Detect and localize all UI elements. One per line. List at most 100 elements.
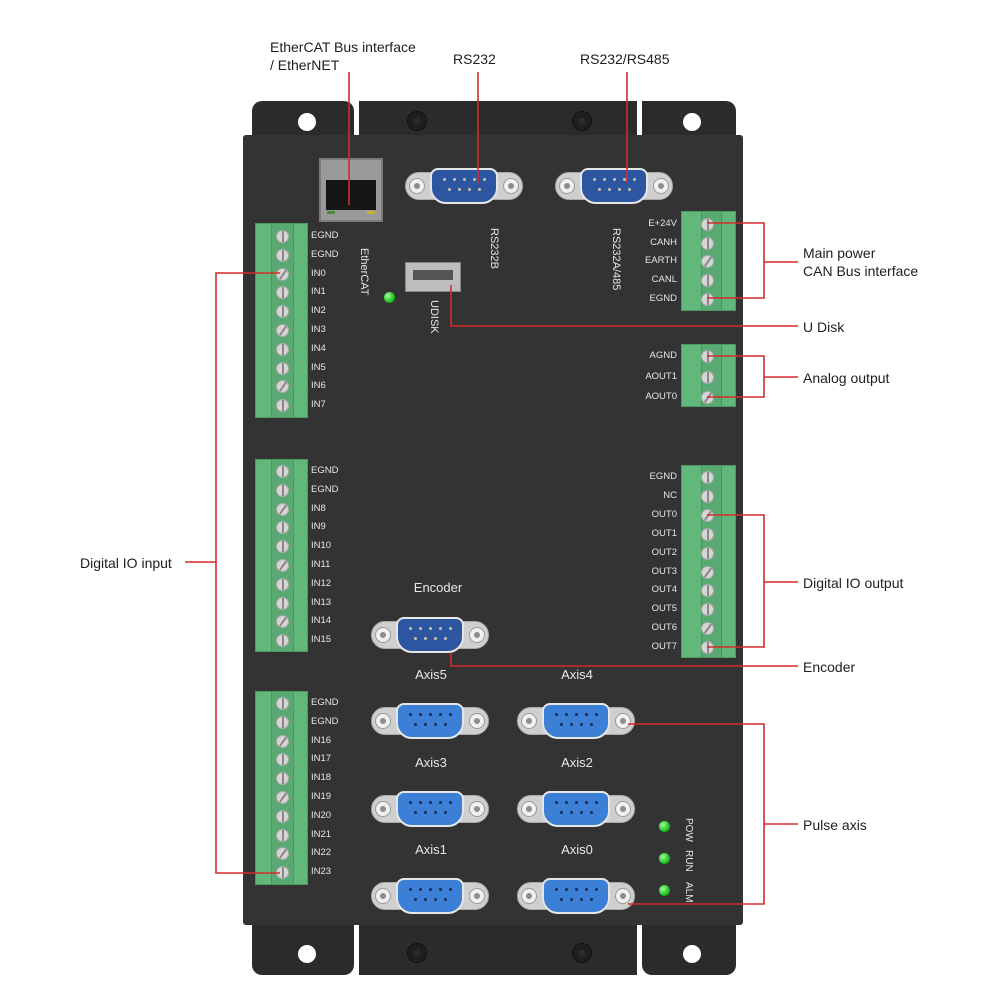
terminal-screw[interactable] xyxy=(276,286,289,300)
terminal-pin-label: IN18 xyxy=(311,772,332,784)
terminal-screw[interactable] xyxy=(276,230,289,243)
rs232b-db9-connector[interactable] xyxy=(405,168,523,204)
rj45-socket xyxy=(326,180,376,210)
terminal-screw[interactable] xyxy=(276,380,289,394)
terminal-screw[interactable] xyxy=(701,546,714,560)
callout-main-power-line2: CAN Bus interface xyxy=(803,263,919,279)
callout-u-disk: U Disk xyxy=(803,319,845,335)
alm-led-label: ALM xyxy=(683,882,694,903)
terminal-screw[interactable] xyxy=(701,471,714,484)
terminal-screw[interactable] xyxy=(276,502,289,516)
rs232a-485-label: RS232A/485 xyxy=(610,228,622,291)
udisk-label: UDISK xyxy=(428,300,440,334)
terminal-pin-label: OUT2 xyxy=(651,546,677,558)
terminal-screw[interactable] xyxy=(276,753,289,767)
encoder-board-label: Encoder xyxy=(413,580,463,595)
terminal-pin-label: AOUT0 xyxy=(645,391,677,402)
terminal-pin-label: EGND xyxy=(311,465,339,476)
terminal-pin-label: IN3 xyxy=(311,324,326,335)
callout-main-power: Main power CAN Bus interface xyxy=(803,244,918,280)
encoder-db9-connector[interactable] xyxy=(371,617,489,653)
terminal-screw[interactable] xyxy=(701,274,714,288)
terminal-screw[interactable] xyxy=(276,521,289,535)
encoder-leader xyxy=(450,653,798,667)
terminal-screw[interactable] xyxy=(701,218,714,231)
terminal-screw[interactable] xyxy=(276,324,289,337)
pulse-axis-bracket xyxy=(628,723,798,905)
terminal-screw[interactable] xyxy=(276,305,289,319)
terminal-screw[interactable] xyxy=(701,292,714,306)
terminal-pin-label: IN5 xyxy=(311,361,326,373)
terminal-screw[interactable] xyxy=(276,465,289,478)
screw-icon xyxy=(407,943,427,963)
axis-db9-connector[interactable] xyxy=(371,703,489,739)
axis-label: Axis5 xyxy=(415,667,447,682)
terminal-screw[interactable] xyxy=(276,734,289,748)
terminal-screw[interactable] xyxy=(276,342,289,356)
ethercat-rj45-port[interactable] xyxy=(319,158,383,222)
terminal-screw[interactable] xyxy=(276,828,289,842)
axis-db9-connector[interactable] xyxy=(371,878,489,914)
terminal-pin-label: IN20 xyxy=(311,809,332,821)
terminal-screw[interactable] xyxy=(701,603,714,617)
terminal-screw[interactable] xyxy=(701,622,714,636)
terminal-screw[interactable] xyxy=(276,577,289,591)
terminal-screw[interactable] xyxy=(276,715,289,729)
screw-icon xyxy=(407,111,427,131)
usb-slot xyxy=(413,270,453,280)
callout-main-power-line1: Main power xyxy=(803,245,876,261)
terminal-screw[interactable] xyxy=(276,399,289,413)
terminal-pin-label: IN4 xyxy=(311,342,326,354)
axis-label: Axis2 xyxy=(561,755,593,770)
terminal-pin-label: IN12 xyxy=(311,577,332,589)
terminal-screw[interactable] xyxy=(701,527,714,541)
terminal-screw[interactable] xyxy=(276,361,289,375)
terminal-screw[interactable] xyxy=(701,584,714,598)
digital-output-bracket xyxy=(707,514,798,648)
terminal-screw[interactable] xyxy=(276,809,289,823)
axis-label: Axis0 xyxy=(561,842,593,857)
terminal-pin-label: IN17 xyxy=(311,753,332,765)
pow-led xyxy=(659,821,670,832)
terminal-pin-label: IN10 xyxy=(311,540,332,552)
axis-db9-connector[interactable] xyxy=(517,703,635,739)
terminal-screw[interactable] xyxy=(276,847,289,861)
ethercat-label: EtherCAT xyxy=(358,248,370,296)
terminal-screw[interactable] xyxy=(701,370,714,384)
terminal-screw[interactable] xyxy=(701,489,714,503)
terminal-pin-label: NC xyxy=(663,489,677,501)
terminal-pin-label: AGND xyxy=(649,350,677,361)
terminal-pin-label: IN9 xyxy=(311,521,326,533)
terminal-pin-label: OUT0 xyxy=(651,508,677,520)
terminal-pin-label: IN23 xyxy=(311,866,332,878)
callout-rs232-rs485: RS232/RS485 xyxy=(580,51,670,67)
axis-db9-connector[interactable] xyxy=(371,791,489,827)
callout-encoder: Encoder xyxy=(803,659,856,675)
rs232a-485-db9-connector[interactable] xyxy=(555,168,673,204)
terminal-screw[interactable] xyxy=(276,772,289,786)
terminal-screw[interactable] xyxy=(276,634,289,648)
terminal-pin-label: IN1 xyxy=(311,286,326,298)
mount-hole-top-left xyxy=(298,113,316,131)
terminal-screw[interactable] xyxy=(276,791,289,804)
terminal-screw[interactable] xyxy=(276,615,289,629)
terminal-screw[interactable] xyxy=(276,697,289,710)
terminal-screw[interactable] xyxy=(276,248,289,262)
terminal-pin-label: IN11 xyxy=(311,559,331,570)
terminal-screw[interactable] xyxy=(701,236,714,250)
terminal-screw[interactable] xyxy=(276,596,289,610)
terminal-pin-label: OUT7 xyxy=(651,641,677,653)
terminal-screw[interactable] xyxy=(276,267,289,281)
axis-db9-connector[interactable] xyxy=(517,878,635,914)
terminal-pin-label: AOUT1 xyxy=(645,370,677,382)
terminal-pin-label: IN6 xyxy=(311,380,326,392)
terminal-pin-label: IN14 xyxy=(311,615,332,627)
terminal-screw[interactable] xyxy=(276,540,289,554)
terminal-screw[interactable] xyxy=(701,255,714,269)
terminal-screw[interactable] xyxy=(276,559,289,572)
digital-input-bracket xyxy=(185,272,280,874)
terminal-pin-label: CANL xyxy=(651,274,677,286)
axis-db9-connector[interactable] xyxy=(517,791,635,827)
terminal-screw[interactable] xyxy=(701,565,714,579)
terminal-screw[interactable] xyxy=(276,483,289,497)
